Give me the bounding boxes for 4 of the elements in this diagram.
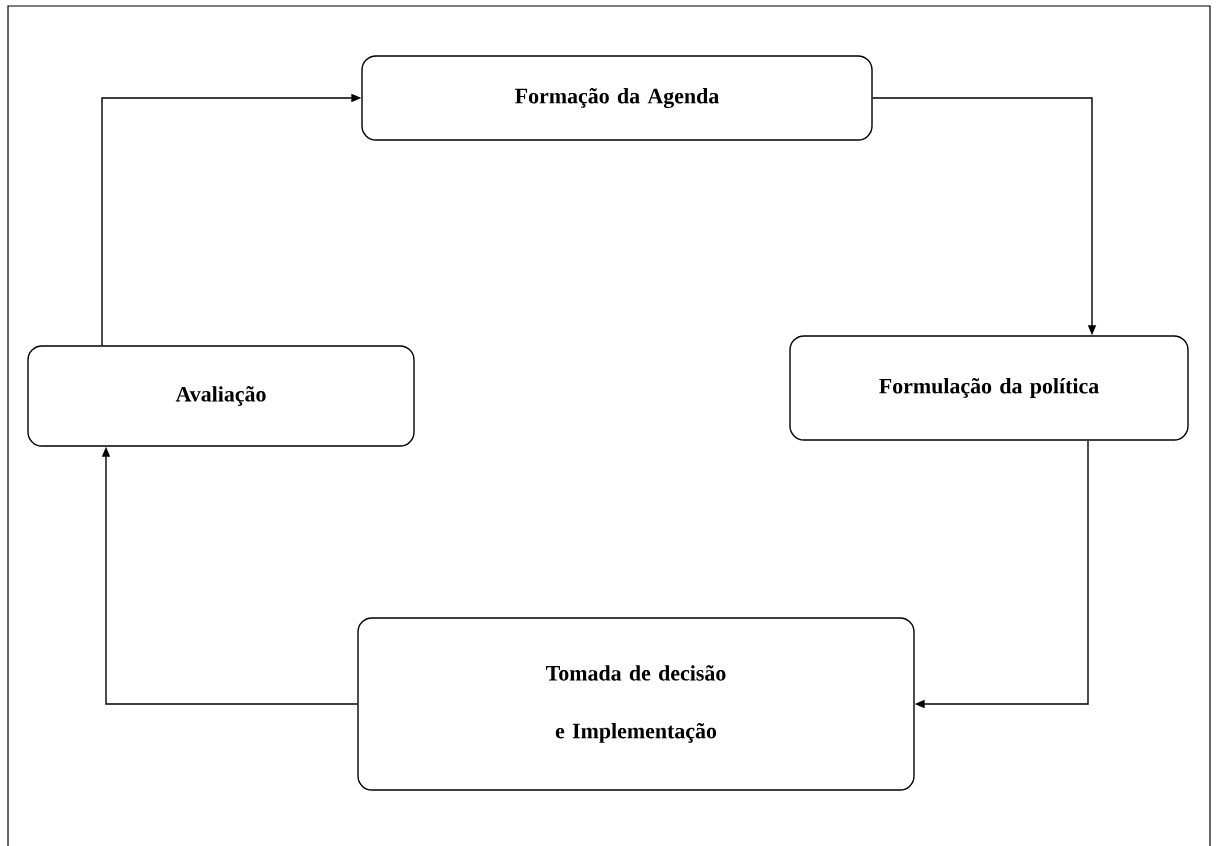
process-box: Avaliação: [27, 345, 415, 447]
process-box: Tomada de decisão e Implementação: [357, 617, 915, 791]
process-box: Formulação da política: [789, 335, 1189, 441]
process-box: Formação da Agenda: [361, 55, 873, 141]
